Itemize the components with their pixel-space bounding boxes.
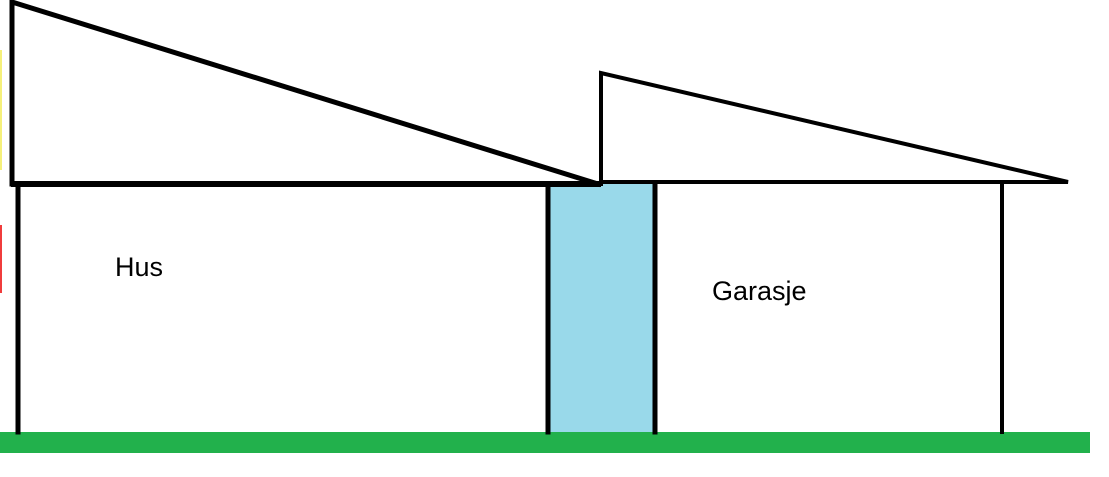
house-label: Hus bbox=[115, 252, 164, 282]
ground bbox=[0, 432, 1090, 453]
house-roof bbox=[9, 0, 602, 188]
garage-roof bbox=[599, 70, 1069, 186]
garage-label: Garasje bbox=[712, 276, 807, 306]
edge-artifact-yellow bbox=[0, 50, 2, 170]
edge-artifact-red bbox=[0, 225, 2, 293]
connector-section bbox=[548, 184, 655, 432]
